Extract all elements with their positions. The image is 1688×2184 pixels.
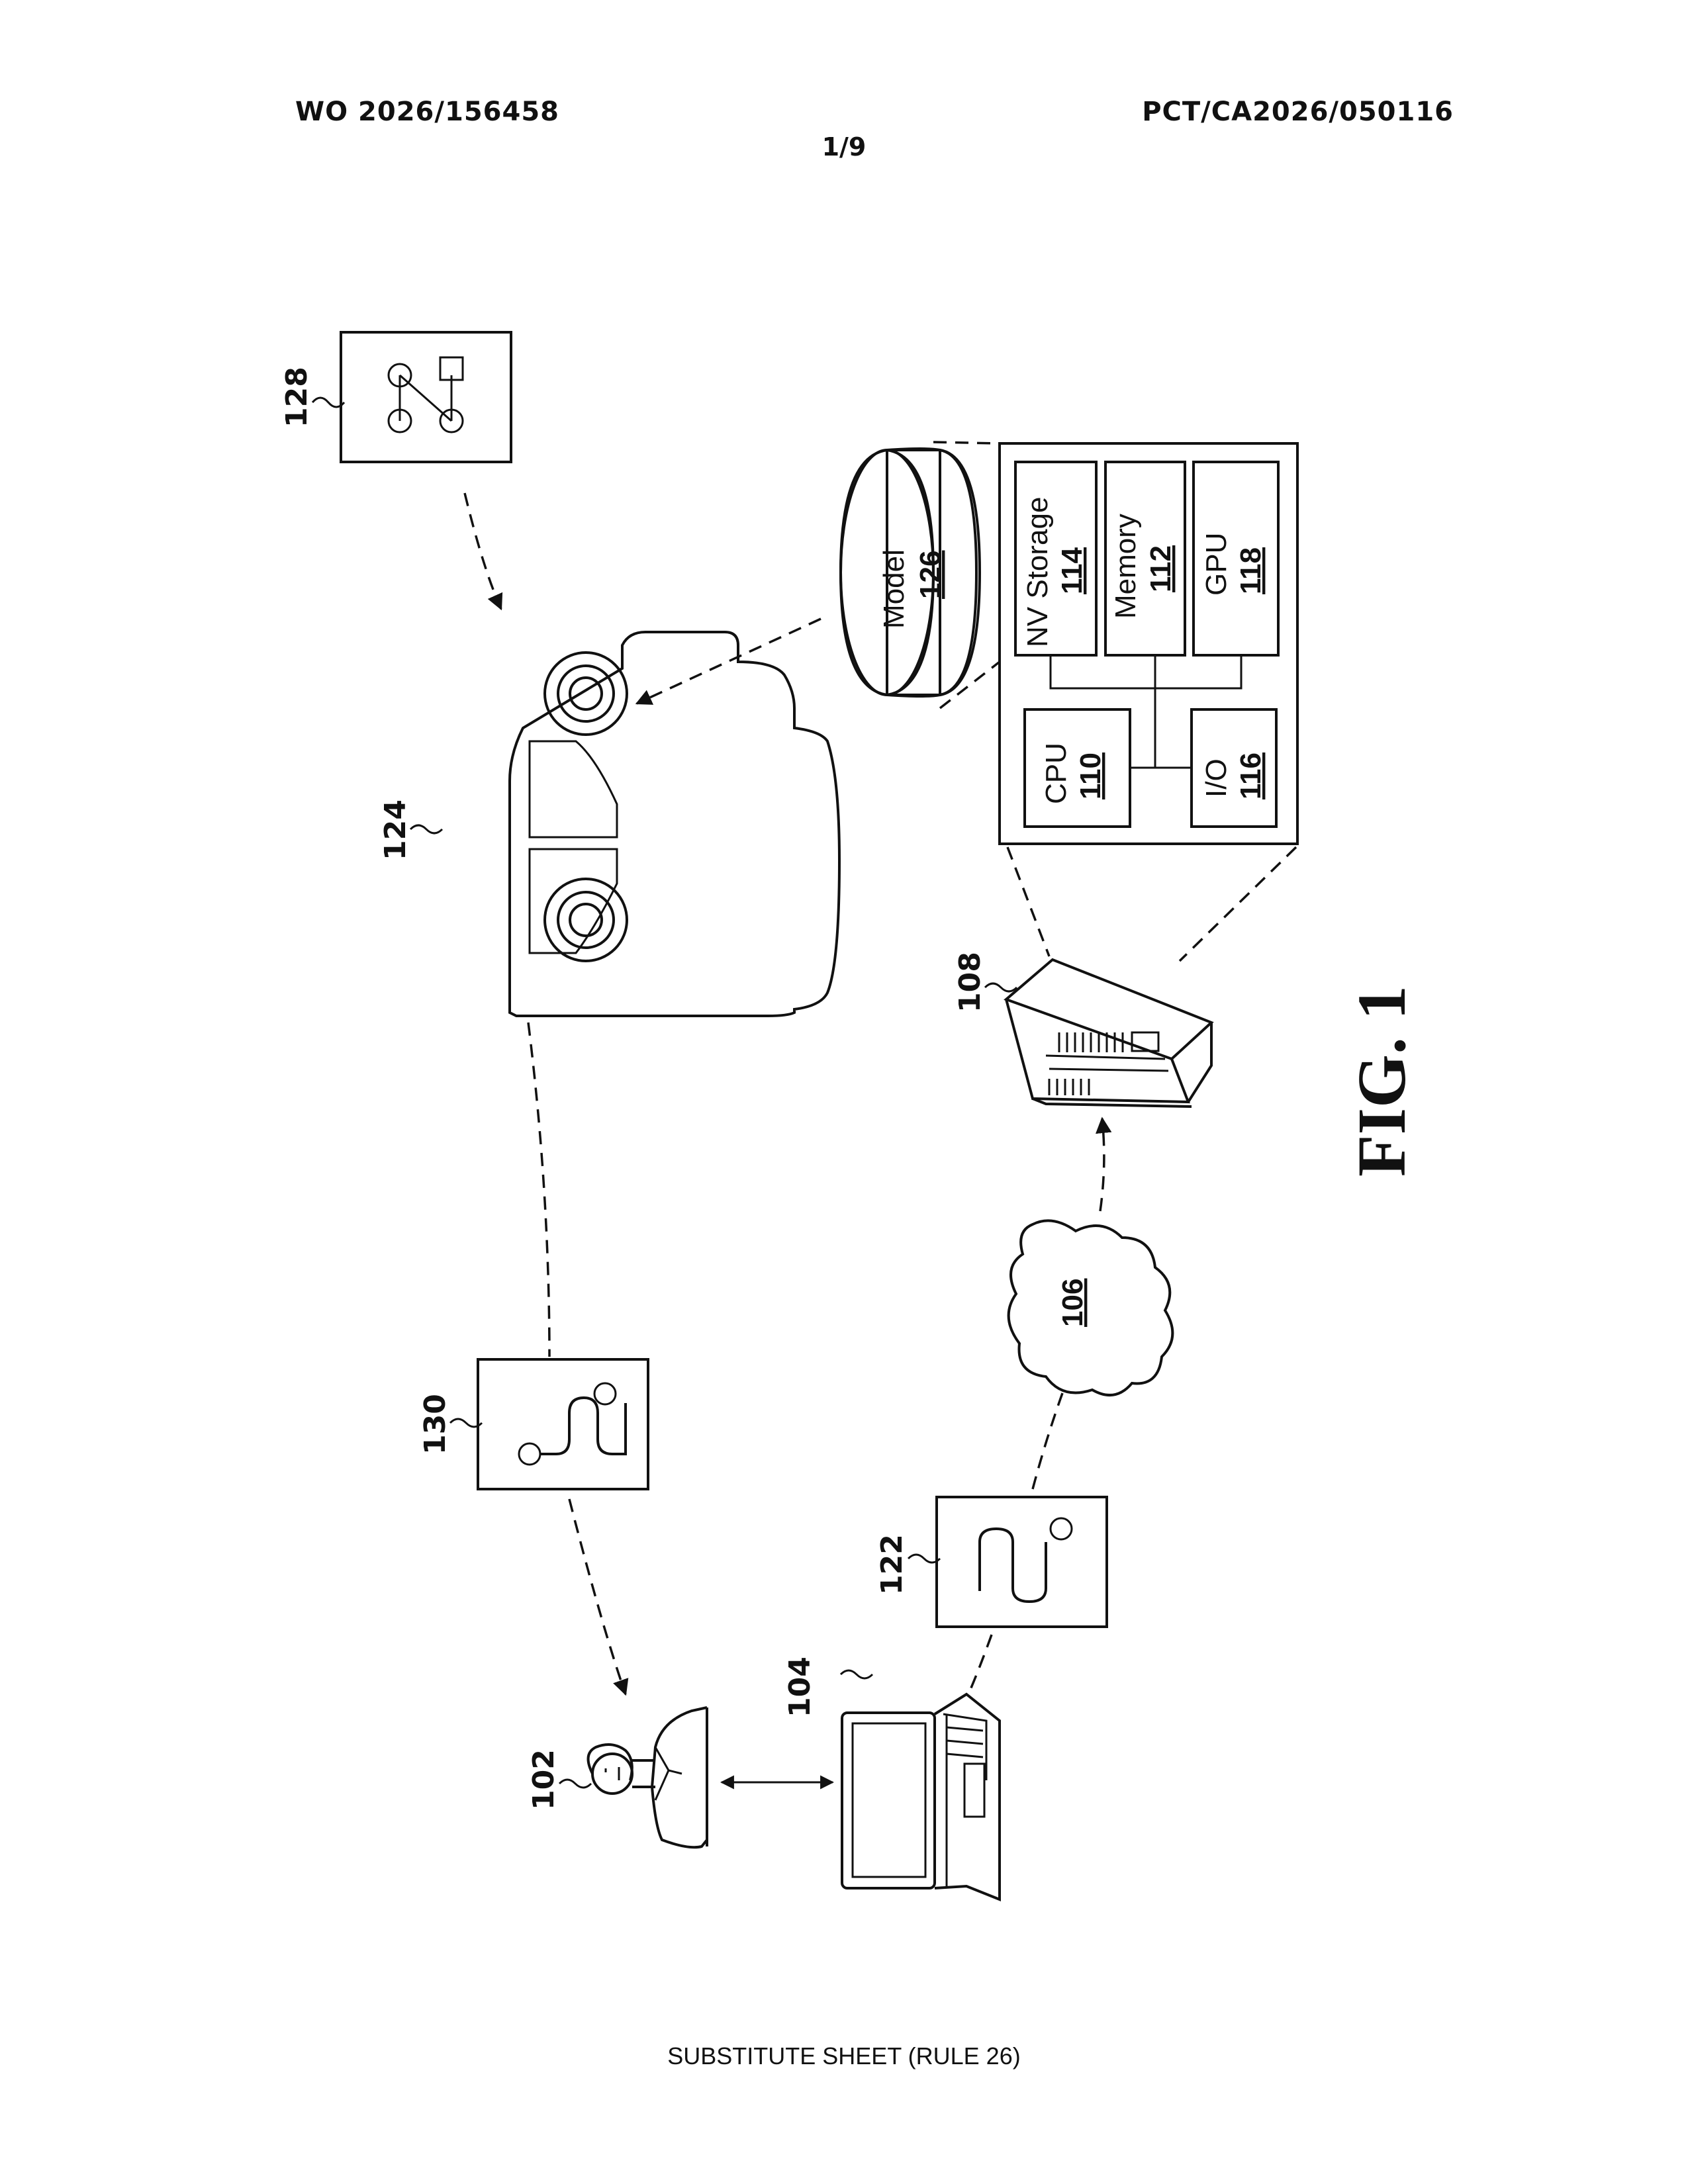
cpu-label: CPU <box>1040 743 1072 804</box>
leader-line-108 <box>985 983 1017 991</box>
cpu-ref-110: 110 <box>1074 752 1107 799</box>
route-box-130 <box>478 1359 648 1489</box>
arrow-130-to-user <box>569 1499 626 1694</box>
model-label: Model <box>878 549 910 629</box>
footer-substitute-sheet: SUBSTITUTE SHEET (RULE 26) <box>0 2042 1688 2070</box>
ref-label-122: 122 <box>875 1534 909 1595</box>
ref-label-130: 130 <box>418 1394 452 1455</box>
model-ref-126: 126 <box>914 551 947 599</box>
io-label: I/O <box>1200 758 1233 797</box>
ref-label-108: 108 <box>953 952 987 1013</box>
model-database-cylinder <box>841 449 980 696</box>
figure-label: FIG. 1 <box>1344 985 1420 1177</box>
graph-icon <box>389 357 463 432</box>
graph-data-box-128 <box>341 332 511 462</box>
link-network-to-122 <box>1033 1393 1062 1489</box>
memory-ref-112: 112 <box>1145 545 1177 592</box>
ref-label-128: 128 <box>280 367 314 428</box>
leader-line-128 <box>312 398 344 407</box>
ref-label-124: 124 <box>379 799 412 860</box>
network-cloud-icon <box>1009 1220 1173 1395</box>
vehicle-car-icon <box>510 632 839 1016</box>
user-person-icon <box>588 1707 707 1847</box>
laptop-icon <box>842 1694 1000 1899</box>
leader-line-124 <box>410 825 442 833</box>
nv-storage-ref-114: 114 <box>1056 547 1088 594</box>
ref-label-102: 102 <box>527 1749 561 1810</box>
zoom-line-model-top <box>933 442 1000 443</box>
zoom-line-server-left <box>1008 847 1049 956</box>
server-icon <box>1006 960 1211 1107</box>
arrow-network-to-server <box>1100 1118 1104 1211</box>
memory-label: Memory <box>1109 514 1142 619</box>
zoom-line-server-right <box>1180 847 1296 961</box>
leader-line-122 <box>908 1555 940 1563</box>
ref-label-104: 104 <box>783 1657 817 1717</box>
gpu-ref-118: 118 <box>1235 547 1267 594</box>
link-vehicle-to-130 <box>528 1023 549 1357</box>
route-box-122 <box>937 1497 1107 1627</box>
leader-line-102 <box>559 1780 591 1788</box>
leader-line-104 <box>841 1670 872 1678</box>
ref-label-106: 106 <box>1056 1279 1089 1327</box>
zoom-line-model-bottom <box>940 662 1000 708</box>
io-ref-116: 116 <box>1235 752 1267 799</box>
link-122-to-laptop <box>970 1635 992 1691</box>
gpu-label: GPU <box>1200 533 1233 596</box>
nv-storage-label: NV Storage <box>1021 497 1054 647</box>
arrow-128-to-124 <box>465 493 501 609</box>
